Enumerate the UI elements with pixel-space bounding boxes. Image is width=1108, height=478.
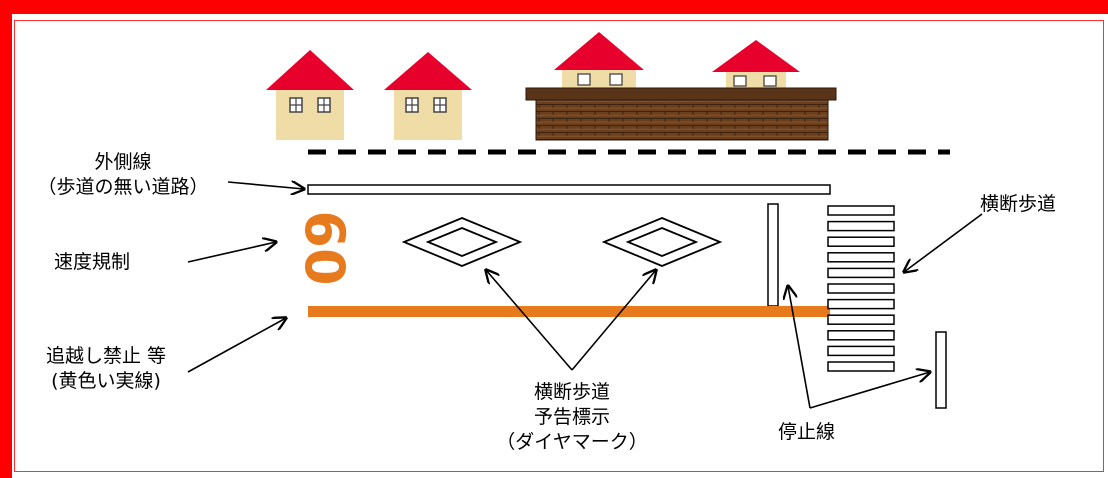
stop-line-2 bbox=[935, 331, 947, 409]
arrow-crosswalk bbox=[904, 213, 983, 272]
house-center bbox=[384, 52, 472, 140]
arrow-stop-line-2 bbox=[809, 372, 930, 409]
crosswalk-label: 横断歩道 bbox=[980, 193, 1057, 215]
brick-wall bbox=[525, 87, 837, 141]
arrow-stop-line-1 bbox=[788, 286, 811, 409]
crosswalk-stripe bbox=[827, 252, 895, 263]
diamond-label-line2: 予告標示 bbox=[533, 406, 610, 428]
crosswalk-stripe bbox=[827, 205, 895, 216]
outer-line-label-line2: （歩道の無い道路） bbox=[37, 176, 209, 198]
diamond-label-line1: 横断歩道 bbox=[533, 381, 610, 403]
crosswalk-stripe bbox=[827, 298, 895, 310]
crosswalk-stripe bbox=[827, 283, 895, 294]
crosswalk-stripe bbox=[827, 267, 895, 279]
crosswalk-stripe bbox=[827, 236, 895, 247]
diamond-label-line3: （ダイヤマーク） bbox=[496, 431, 648, 453]
frame-left-border bbox=[0, 0, 12, 478]
stop-line-label: 停止線 bbox=[778, 421, 836, 443]
crosswalk-stripe bbox=[827, 345, 895, 357]
no-passing-line bbox=[308, 306, 830, 317]
speed-limit-marking: 60 bbox=[293, 210, 356, 285]
outer-line-marking bbox=[307, 184, 831, 195]
crosswalk-stripe bbox=[827, 330, 895, 341]
outer-line-label-line1: 外側線 bbox=[94, 151, 152, 173]
crosswalk-stripe bbox=[827, 220, 895, 232]
house-left bbox=[266, 50, 354, 140]
crosswalk-stripe bbox=[827, 314, 895, 325]
diamond-label: 横断歩道 予告標示 （ダイヤマーク） bbox=[472, 380, 672, 455]
crosswalk-stripes bbox=[827, 205, 895, 372]
arrow-no-passing bbox=[187, 318, 286, 373]
svg-text:60: 60 bbox=[293, 210, 356, 285]
speed-limit-label: 速度規制 bbox=[54, 251, 131, 273]
outer-line-label: 外側線 （歩道の無い道路） bbox=[14, 150, 232, 200]
no-passing-label-line2: (黄色い実線) bbox=[51, 370, 161, 392]
crosswalk-stripe bbox=[827, 361, 895, 372]
houses-behind-wall bbox=[554, 32, 800, 94]
diamond-mark-1 bbox=[401, 217, 523, 267]
arrow-diamond-2 bbox=[571, 270, 656, 371]
no-passing-label: 追越し禁止 等 (黄色い実線) bbox=[28, 344, 184, 394]
frame-top-border bbox=[0, 0, 1108, 14]
arrow-outer-line bbox=[227, 182, 304, 189]
arrow-diamond-1 bbox=[486, 270, 573, 371]
stop-line-1 bbox=[767, 203, 779, 307]
frame-inner-border bbox=[14, 20, 1104, 472]
no-passing-label-line1: 追越し禁止 等 bbox=[45, 345, 167, 367]
arrow-speed-limit bbox=[187, 242, 276, 263]
diamond-mark-2 bbox=[601, 217, 723, 267]
